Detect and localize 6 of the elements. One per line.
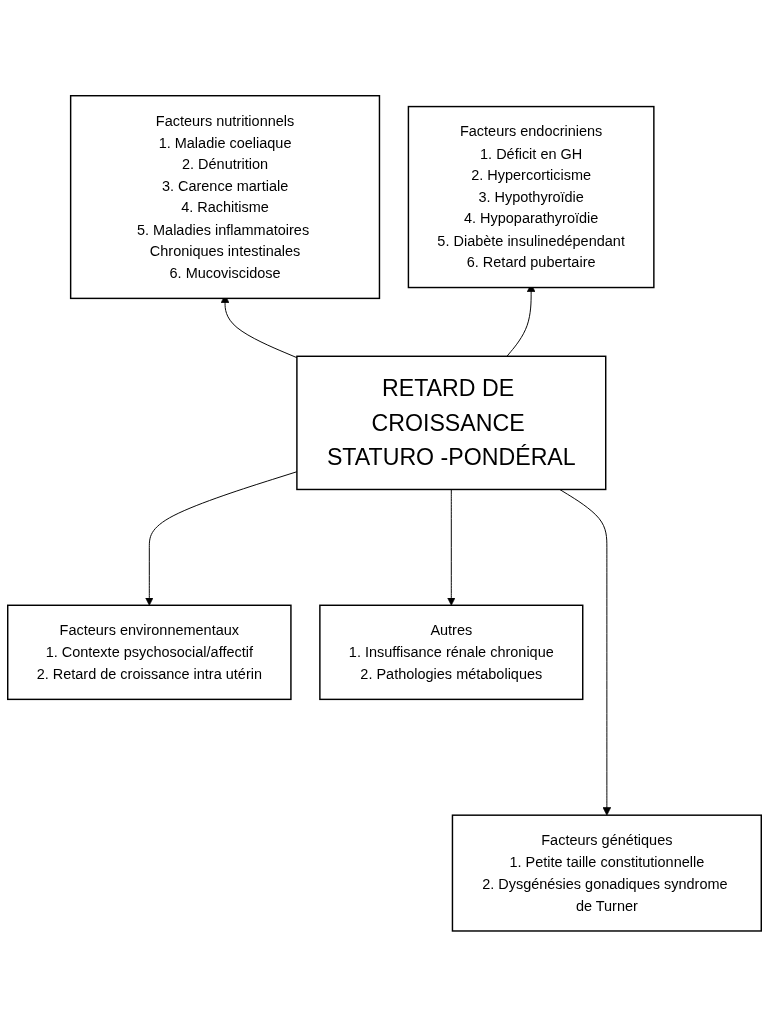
node-box: RETARD DE CROISSANCE STATURO -PONDÉRAL — [296, 355, 607, 491]
node-box: Autres 1. Insuffisance rénale chronique 2. Pathologies métaboliques — [319, 604, 584, 701]
node-box: Facteurs environnementaux 1. Contexte psychosocial/affectif 2. Retard de croissance intra utérin — [7, 604, 292, 701]
node-box: Facteurs nutritionnels 1. Maladie coeliaque 2. Dénutrition 3. Carence martiale 4. Rachitisme 5. Maladies inflammatoires Chroniques intestinales 6. Mucoviscidose — [69, 95, 381, 300]
node-box: Facteurs génétiques 1. Petite taille constitutionnelle 2. Dysgénésies gonadiques syndrome de Turner — [451, 814, 762, 932]
node-box: Facteurs endocriniens 1. Déficit en GH 2. Hypercorticisme 3. Hypothyroïdie 4. Hypoparathyroïdie 5. Diabète insulinedépendant 6. Retard pubertaire — [407, 106, 655, 289]
